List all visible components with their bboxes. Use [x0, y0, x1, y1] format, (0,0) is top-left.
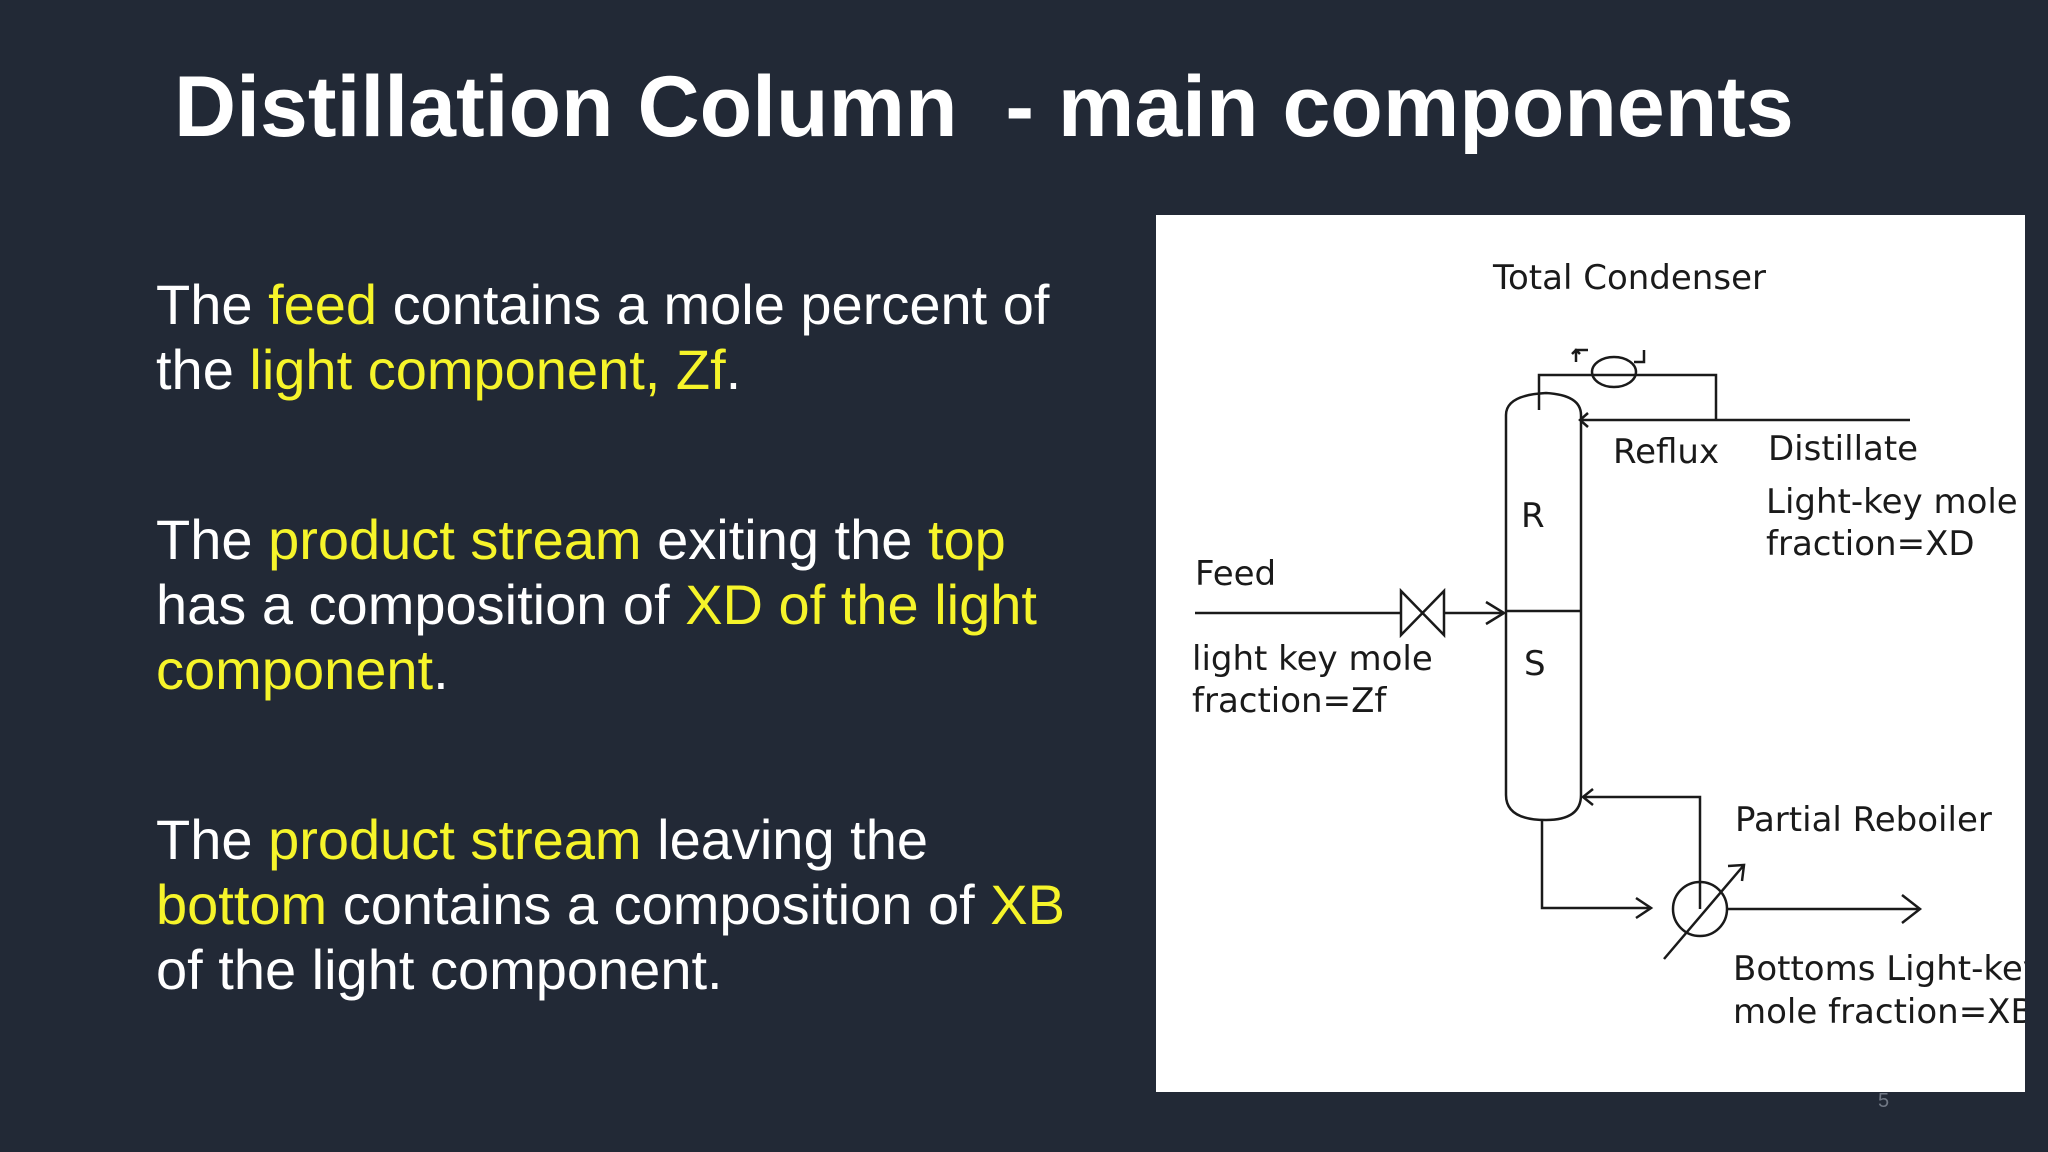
feed-valve-icon	[1399, 587, 1446, 639]
highlight-product-stream: product stream	[268, 808, 642, 871]
highlight-bottom: bottom	[156, 873, 328, 936]
condenser-icon	[1590, 355, 1638, 389]
label-distillate-line2: fraction=XD	[1766, 524, 1975, 564]
bottoms-line	[1540, 820, 1651, 910]
slide-title: Distillation Column - main components	[174, 59, 1794, 155]
paragraph-bottom-product: The product stream leaving the bottom co…	[156, 807, 1106, 1002]
label-bottoms-line1: Bottoms Light-key	[1733, 949, 2025, 989]
text-segment: .	[433, 638, 449, 701]
label-feed: Feed	[1195, 554, 1276, 594]
label-section-r: R	[1521, 496, 1545, 536]
highlight-xb: XB	[990, 873, 1065, 936]
bullet-text-block: The feed contains a mole percent of the …	[156, 272, 1106, 1002]
page-number: 5	[1878, 1090, 1890, 1112]
paragraph-feed: The feed contains a mole percent of the …	[156, 272, 1106, 402]
text-segment: The	[156, 808, 269, 871]
highlight-light-component: light component, Zf	[249, 338, 726, 401]
highlight-top: top	[927, 508, 1006, 571]
label-feed-line2: fraction=Zf	[1192, 681, 1387, 721]
text-segment: The	[156, 273, 269, 336]
text-segment: The	[156, 508, 269, 571]
vapor-line	[1537, 373, 1718, 420]
label-section-s: S	[1524, 644, 1546, 684]
label-total-condenser: Total Condenser	[1492, 258, 1766, 298]
distillation-diagram: Total Condenser Reflux Distillate Light-…	[1156, 215, 2025, 1092]
text-segment: has a composition of	[156, 573, 686, 636]
text-segment: of the light component.	[156, 938, 723, 1001]
reboiler-return-line	[1583, 795, 1702, 909]
text-segment: leaving the	[641, 808, 928, 871]
text-segment: exiting the	[641, 508, 928, 571]
label-distillate: Distillate	[1768, 429, 1918, 469]
highlight-feed: feed	[268, 273, 378, 336]
highlight-product-stream: product stream	[268, 508, 642, 571]
column-vessel	[1504, 391, 1583, 822]
paragraph-top-product: The product stream exiting the top has a…	[156, 507, 1106, 702]
label-partial-reboiler: Partial Reboiler	[1735, 800, 1992, 840]
highlight-xd: XD of the light component	[156, 573, 1037, 701]
label-distillate-line1: Light-key mole	[1766, 482, 2018, 522]
label-bottoms-line2: mole fraction=XB	[1733, 992, 2025, 1032]
label-reflux: Reflux	[1613, 432, 1719, 472]
diagram-svg: Total Condenser Reflux Distillate Light-…	[1192, 258, 2025, 1032]
label-feed-line1: light key mole	[1192, 639, 1433, 679]
text-segment: contains a composition of	[327, 873, 991, 936]
text-segment: contains a mole percent of the	[156, 273, 1050, 401]
text-segment: .	[725, 338, 742, 401]
